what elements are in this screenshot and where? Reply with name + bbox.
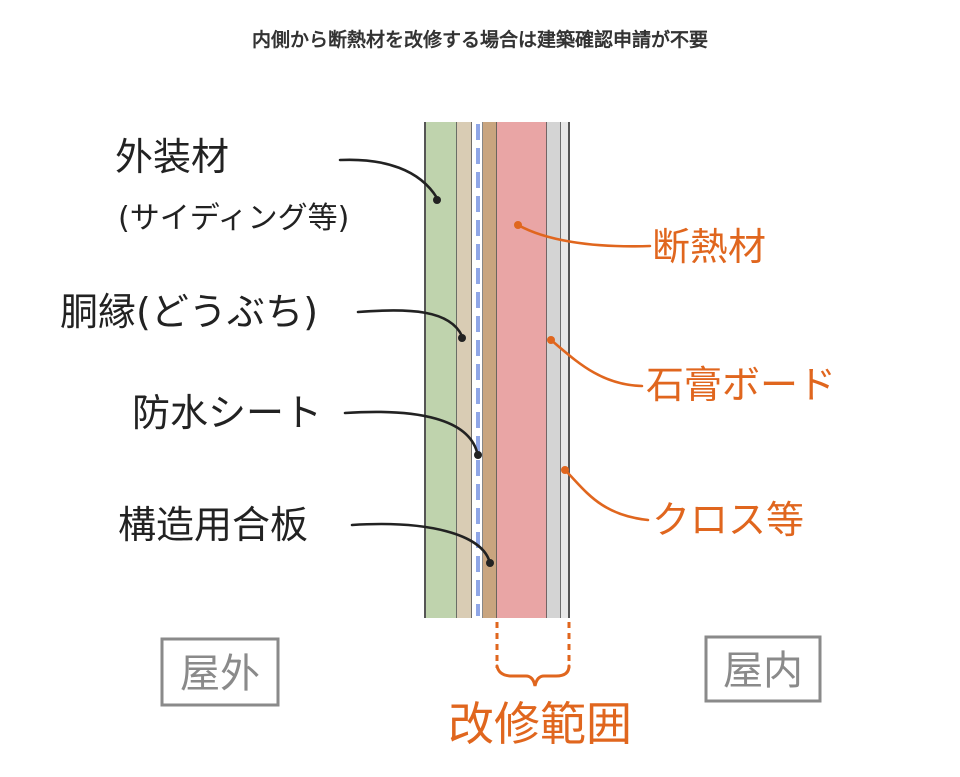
left-leaders — [338, 158, 494, 567]
waterproof-leader — [343, 410, 479, 454]
siding-label: 外装材 — [115, 135, 229, 179]
siding-leader-dot — [433, 196, 441, 204]
siding-sub-label: (サイディング等) — [118, 201, 349, 236]
insulation-leader — [516, 223, 652, 248]
cloth-layer — [561, 122, 569, 618]
indoor-label: 屋内 — [723, 648, 803, 694]
outdoor-label: 屋外 — [180, 651, 260, 697]
furring-layer — [457, 122, 472, 618]
cloth-label: クロス等 — [652, 498, 804, 542]
indoor-box: 屋内 — [704, 635, 822, 703]
gypsum-leader — [549, 338, 644, 388]
insulation-layer — [497, 122, 547, 618]
plywood-leader — [350, 522, 491, 562]
cloth-leader — [563, 468, 650, 522]
furring-leader-dot — [458, 334, 466, 342]
right-leaders — [514, 221, 652, 522]
furring-label: 胴縁(どうぶち) — [60, 290, 318, 334]
waterproof-sheet-label: 防水シート — [132, 391, 322, 435]
plywood-leader-dot — [486, 559, 494, 567]
outdoor-box-frame — [160, 637, 280, 707]
renovation-range-bracket — [495, 622, 571, 687]
renovation-range-label: 改修範囲 — [448, 697, 632, 751]
siding-leader — [338, 158, 439, 200]
diagram-title: 内側から断熱材を改修する場合は建築確認申請が不要 — [252, 28, 708, 51]
gypsum-board-label: 石膏ボード — [646, 363, 836, 407]
plywood-layer — [483, 122, 497, 618]
furring-leader — [356, 309, 464, 338]
gypsum-board-layer — [547, 122, 561, 618]
plywood-label: 構造用合板 — [118, 503, 308, 547]
outdoor-box: 屋外 — [160, 637, 280, 707]
waterproof-leader-dot — [474, 451, 482, 459]
indoor-box-frame — [704, 635, 822, 703]
range-brace — [495, 664, 571, 687]
insulation-label: 断熱材 — [652, 225, 766, 269]
siding-layer — [425, 122, 457, 618]
wall-layers — [424, 122, 570, 618]
